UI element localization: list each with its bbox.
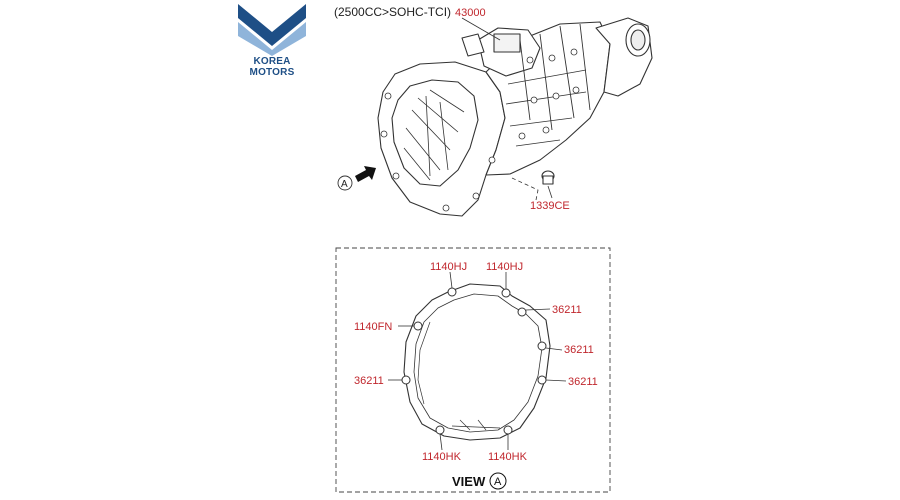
- part-label-1140hj-left: 1140HJ: [430, 261, 467, 273]
- part-label-1339ce: 1339CE: [530, 200, 570, 212]
- part-label-1140hk-left: 1140HK: [422, 451, 462, 463]
- view-caption: VIEW: [452, 474, 486, 489]
- part-label-36211-lower: 36211: [568, 376, 598, 388]
- view-ref-marker: A: [341, 179, 348, 190]
- part-label-36211-upper: 36211: [552, 304, 582, 316]
- part-label-1140hj-right: 1140HJ: [486, 261, 523, 273]
- part-label-43000: 43000: [455, 7, 486, 19]
- part-label-1140fn: 1140FN: [354, 321, 392, 333]
- view-arrow: A: [337, 166, 376, 191]
- transmission-assembly: [377, 17, 653, 217]
- part-label-1140hk-right: 1140HK: [488, 451, 528, 463]
- bell-housing-face: [403, 283, 551, 441]
- korea-motors-logo: [238, 4, 306, 56]
- face-fasteners: [401, 287, 547, 435]
- part-label-36211-left: 36211: [354, 375, 384, 387]
- engine-spec-label: (2500CC>SOHC-TCI): [334, 5, 451, 19]
- part-label-36211-mid: 36211: [564, 344, 594, 356]
- view-caption-ref: A: [494, 476, 502, 488]
- view-a-frame: [335, 247, 611, 493]
- view-caption-circle: [489, 472, 507, 490]
- brand-name: KOREA MOTORS: [249, 56, 295, 78]
